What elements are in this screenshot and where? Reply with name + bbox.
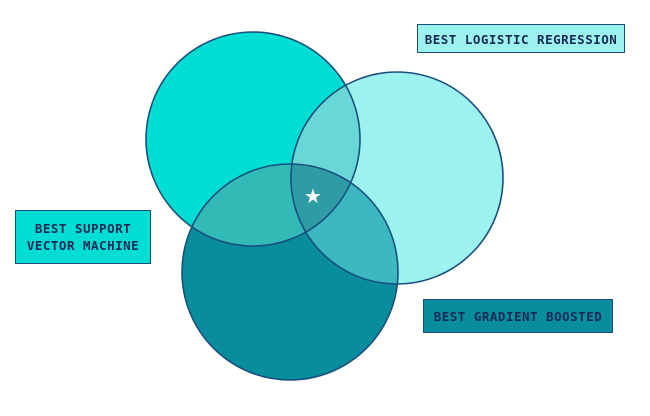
gradient-boosted-circle-outline bbox=[181, 163, 399, 381]
logistic-regression-label-text: BEST LOGISTIC REGRESSION bbox=[424, 32, 618, 47]
support-vector-machine-label: BEST SUPPORT VECTOR MACHINE bbox=[15, 210, 151, 264]
star-icon: ★ bbox=[304, 184, 322, 208]
lr-gb-overlap bbox=[291, 164, 398, 284]
support-vector-machine-label-line2: VECTOR MACHINE bbox=[26, 238, 140, 253]
gradient-boosted-label: BEST GRADIENT BOOSTED bbox=[423, 299, 613, 333]
gradient-boosted-label-text: BEST GRADIENT BOOSTED bbox=[433, 309, 603, 324]
logistic-regression-label: BEST LOGISTIC REGRESSION bbox=[417, 24, 625, 53]
support-vector-machine-label-line1: BEST SUPPORT bbox=[34, 221, 132, 236]
svm-circle-outline bbox=[145, 31, 361, 247]
